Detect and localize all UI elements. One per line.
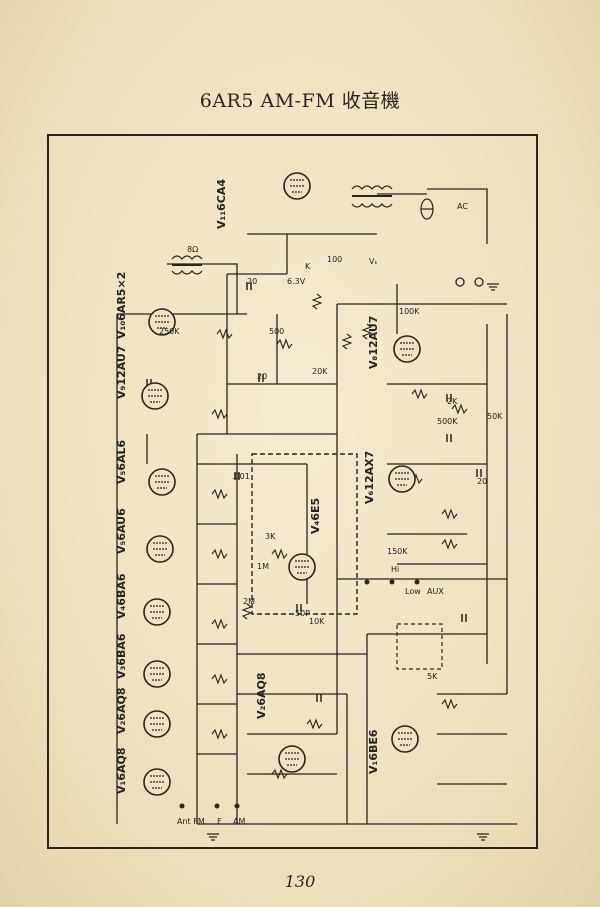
component-value-label: Ant FM (177, 817, 205, 826)
component-value-label: 20 (477, 477, 487, 486)
tube-electrodes (290, 179, 304, 193)
component-value-label: 5K (427, 672, 438, 681)
tube-electrodes (150, 717, 164, 731)
component-value-label: 250K (159, 327, 180, 336)
component-value-label: Low (405, 587, 421, 596)
component-value-label: 500K (437, 417, 458, 426)
component-value-label: 2M (243, 597, 255, 606)
schematic-frame (47, 134, 538, 849)
page-number: 130 (284, 872, 316, 891)
tube-electrodes (150, 667, 164, 681)
tube-electrodes (295, 560, 309, 574)
tube-label: V₂6AQ8 (115, 687, 128, 734)
component-value-label: 20 (257, 372, 267, 381)
ground-symbols (207, 283, 499, 841)
tube-electrodes (395, 472, 409, 486)
component-value-label: AUX (427, 587, 444, 596)
component-value-label: E (217, 817, 222, 826)
tube-11: V₁6AQ8 (115, 747, 171, 796)
resistors (211, 293, 468, 780)
tube-electrodes (400, 342, 414, 356)
tube-label: V₉12AU7 (115, 346, 128, 399)
page-title: 6AR5 AM-FM 收音機 (199, 90, 401, 112)
tube-electrodes (153, 542, 167, 556)
output-transformer (171, 255, 203, 275)
tube-8: V₄6BA6 (115, 573, 171, 626)
tube-label: V₅6AU6 (115, 508, 128, 554)
component-value-label: 1M (257, 562, 269, 571)
component-value-label: K (305, 262, 311, 271)
tube-7: V₄6E5 (288, 498, 322, 581)
shield-enclosure (251, 453, 358, 615)
terminals (179, 277, 484, 809)
tube-electrodes (150, 605, 164, 619)
tube-1: V₁₀6AR5×2 (115, 272, 176, 339)
component-value-label: .001 (232, 472, 250, 481)
component-value-label: 2K (447, 397, 458, 406)
tube-label: V₄6E5 (309, 498, 322, 534)
tube-label: V₁6AQ8 (115, 747, 128, 794)
tube-label: V₁₁6CA4 (215, 179, 228, 229)
tube-6: V₅6AU6 (115, 508, 174, 563)
component-value-label: 20K (312, 367, 328, 376)
component-value-label: 150K (387, 547, 408, 556)
tube-3: V₈12AU7 (367, 316, 421, 369)
pilot-lamp (420, 198, 434, 220)
tube-5: V₆12AX7 (363, 451, 416, 504)
component-value-label: AC (457, 202, 468, 211)
component-value-label: 6.3V (287, 277, 306, 286)
tube-label: V₆12AX7 (363, 451, 376, 504)
component-value-label: 10K (309, 617, 325, 626)
tube-0: V₁₁6CA4 (215, 172, 311, 229)
power-transformer (351, 185, 393, 208)
component-value-label: 100 (327, 255, 342, 264)
tube-label: V₅6AL6 (115, 439, 128, 484)
tube-electrodes (148, 389, 162, 403)
tube-label: V₈12AU7 (367, 316, 380, 369)
tube-electrodes (155, 315, 169, 329)
component-value-label: 3K (265, 532, 276, 541)
tube-label: V₄6BA6 (115, 573, 128, 619)
component-value-label: 50P (295, 609, 310, 618)
tube-13: V₂6AQ8 (255, 672, 306, 773)
component-value-label: Vₖ (369, 257, 378, 266)
tube-label: V₁₀6AR5×2 (115, 272, 128, 339)
tube-electrodes (398, 732, 412, 746)
component-value-label: 20 (247, 277, 257, 286)
wiring (116, 188, 517, 825)
tube-label: V₁6BE6 (367, 729, 380, 774)
tube-10: V₂6AQ8 (115, 687, 171, 738)
component-value-label: AM (233, 817, 245, 826)
component-value-label: Hi (391, 565, 399, 574)
if-transformer-can (396, 623, 443, 670)
component-value-label: 500 (269, 327, 284, 336)
component-value-label: 50K (487, 412, 503, 421)
component-value-label: 100K (399, 307, 420, 316)
component-value-label: 8Ω (187, 245, 198, 254)
tube-electrodes (150, 775, 164, 789)
tube-2: V₉12AU7 (115, 346, 169, 410)
tube-electrodes (285, 752, 299, 766)
tube-label: V₃6BA6 (115, 633, 128, 679)
tube-label: V₂6AQ8 (255, 672, 268, 719)
tube-electrodes (155, 475, 169, 489)
tube-12: V₁6BE6 (367, 725, 419, 774)
tube-4: V₅6AL6 (115, 439, 176, 496)
tube-9: V₃6BA6 (115, 633, 171, 688)
